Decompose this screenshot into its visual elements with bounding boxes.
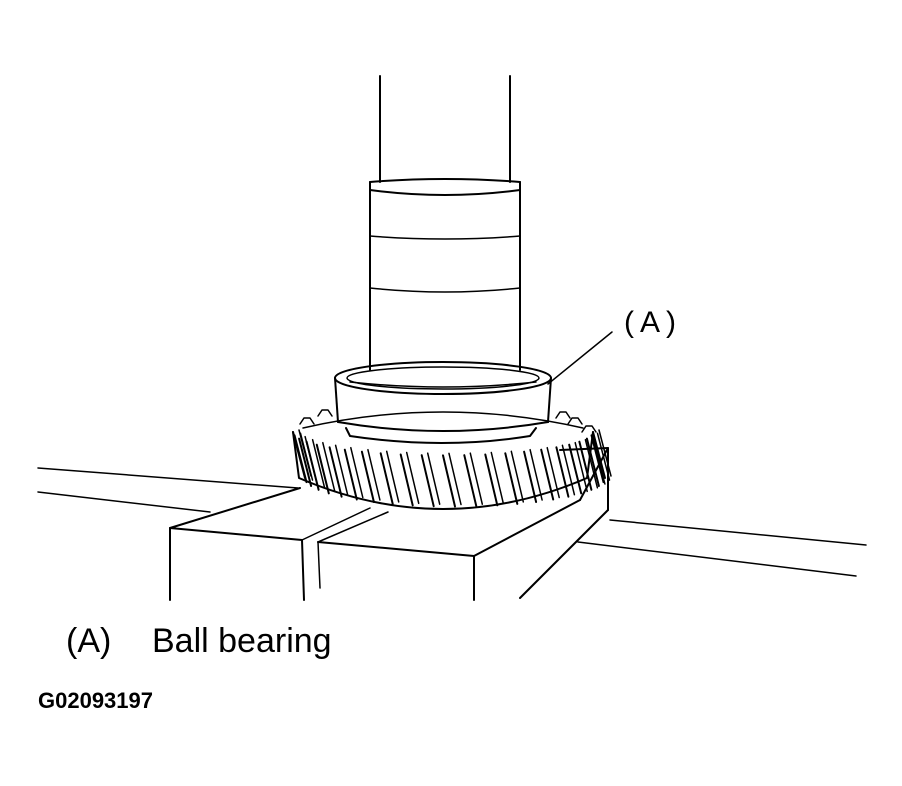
gear-tooth-edge <box>322 441 336 493</box>
ball-bearing <box>334 361 552 444</box>
gear-tooth-edge <box>490 451 505 505</box>
gear-tooth <box>585 437 600 487</box>
gear-rim <box>302 411 584 429</box>
gear-outline <box>292 431 594 510</box>
gear-tooth-tip <box>581 425 597 433</box>
gear-tooth-edge <box>405 451 420 505</box>
figure-id: G02093197 <box>38 688 153 713</box>
gear-tooth-edge <box>426 452 441 505</box>
gear-tooth-tip <box>567 417 583 425</box>
gear-tooth-edge <box>299 432 314 481</box>
gear-tooth-tip <box>555 411 571 419</box>
gear-tooth-edge <box>469 452 484 505</box>
gear-tooth <box>379 452 394 505</box>
gear-tooth-edge <box>596 432 611 481</box>
gear-tooth-edge <box>385 450 400 503</box>
gear-tooth <box>523 450 538 503</box>
gear-tooth-edge <box>510 450 525 503</box>
gear-tooth-edge <box>546 446 560 499</box>
gear-tooth <box>360 450 375 503</box>
press-tool <box>369 75 521 371</box>
gear-tooth <box>305 440 320 491</box>
gear-tooth-edge <box>529 448 543 501</box>
gear-tooth <box>293 434 308 484</box>
gear-tooth-edge <box>350 446 364 499</box>
callout-label: (A) <box>624 306 682 339</box>
gear-tooth-tip <box>317 409 333 417</box>
gear-tooth-edge <box>334 444 349 496</box>
support-block <box>169 447 609 601</box>
gear-tooth <box>328 446 343 498</box>
gear-tooth-edge <box>561 444 576 496</box>
gear-tooth <box>592 431 606 479</box>
legend-text: Ball bearing <box>152 622 332 660</box>
gear-tooth <box>442 454 456 508</box>
gear-tooth <box>484 453 499 507</box>
gear-tooth <box>298 437 313 487</box>
gear-tooth-edge <box>598 429 612 477</box>
gear-tooth <box>578 440 593 491</box>
helical-gear <box>292 409 612 510</box>
gear-tooth-edge <box>367 448 381 501</box>
gear-tooth <box>420 454 435 508</box>
gear-tooth <box>540 448 555 501</box>
gear-tooth <box>315 443 330 495</box>
gear-tooth <box>590 434 605 484</box>
gear-tooth-edge <box>448 452 462 506</box>
bench-rails <box>37 467 867 577</box>
gear-tooth-edge <box>584 438 599 489</box>
legend: (A) Ball bearing <box>66 622 332 661</box>
legend-key: (A) <box>66 622 112 660</box>
gear-tooth <box>399 453 414 507</box>
gear-tooth <box>504 452 519 505</box>
gear-tooth <box>568 443 583 495</box>
gear-tooth <box>343 448 358 501</box>
gear-tooth <box>463 454 478 508</box>
gear-tooth-edge <box>311 438 326 489</box>
gear-tooth <box>555 446 570 498</box>
callout-a: (A) <box>547 306 682 385</box>
gear-tooth-edge <box>574 441 588 493</box>
gear-tooth-tip <box>299 417 315 425</box>
